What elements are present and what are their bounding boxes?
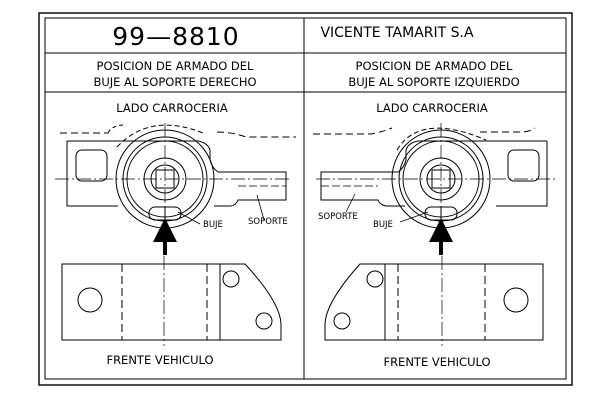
inner-frame [44,17,567,380]
right-title-line1: POSICION DE ARMADO DEL [97,59,255,73]
left-title-line1: POSICION DE ARMADO DEL [356,59,514,73]
left-title-line2: BUJE AL SOPORTE IZQUIERDO [348,75,519,89]
right-title-line2: BUJE AL SOPORTE DERECHO [93,75,256,89]
right-bracket-label: SOPORTE [248,217,288,227]
right-front-view [61,256,282,346]
left-bracket-label: SOPORTE [318,212,358,222]
right-bottom-label: FRENTE VEHICULO [106,353,213,367]
left-bushing-label: BUJE [373,220,393,230]
company-name: VICENTE TAMARIT S.A [320,25,474,41]
right-top-label: LADO CARROCERIA [116,101,228,115]
left-front-view [324,256,544,346]
drawing-number: 99—8810 [112,22,239,51]
outer-frame [38,12,573,386]
left-bottom-label: FRENTE VEHICULO [383,355,490,369]
left-top-label: LADO CARROCERIA [376,101,488,115]
right-bushing-label: BUJE [203,220,223,230]
